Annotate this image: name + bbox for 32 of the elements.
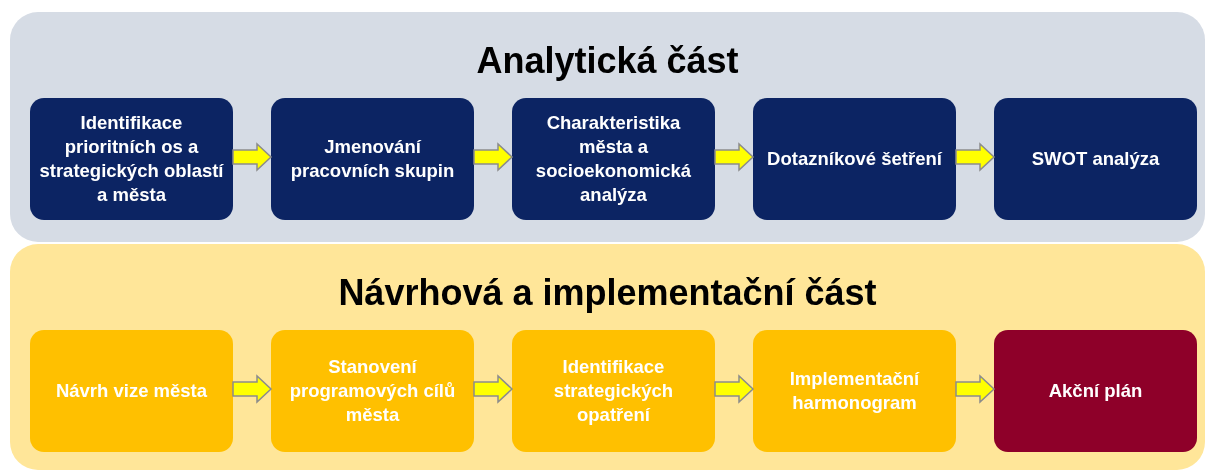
step-label: Identifikace strategických opatření	[552, 354, 675, 427]
step-box	[994, 98, 1197, 220]
step-box	[271, 98, 474, 220]
step-box	[512, 330, 715, 452]
section-band	[10, 244, 1205, 470]
step-box	[30, 98, 233, 220]
block-arrow	[714, 142, 755, 172]
block-arrow	[232, 374, 273, 404]
step-box	[753, 98, 956, 220]
step-label: Implementační harmonogram	[788, 366, 921, 415]
block-arrow	[473, 142, 514, 172]
step-label: SWOT analýza	[1031, 146, 1160, 171]
step-label: Stanovení programových cílů města	[288, 354, 457, 427]
step-label: Dotazníkové šetření	[767, 146, 942, 171]
block-arrow	[955, 142, 996, 172]
section-title: Návrhová a implementační část	[337, 272, 878, 314]
section-title: Analytická část	[475, 40, 740, 82]
step-label: Charakteristika města a socioekonomická analýza	[534, 110, 693, 208]
step-box	[994, 330, 1197, 452]
block-arrow	[714, 374, 755, 404]
block-arrow	[232, 142, 273, 172]
step-label: Návrh vize města	[55, 378, 208, 403]
step-label: Jmenování pracovních skupin	[289, 134, 456, 183]
section-band	[10, 12, 1205, 242]
block-arrow	[473, 374, 514, 404]
step-box	[30, 330, 233, 452]
step-label: Identifikace prioritních os a strategických oblastí a města	[38, 110, 225, 208]
step-box	[512, 98, 715, 220]
step-label: Akční plán	[1048, 378, 1143, 403]
step-box	[271, 330, 474, 452]
step-box	[753, 330, 956, 452]
block-arrow	[955, 374, 996, 404]
